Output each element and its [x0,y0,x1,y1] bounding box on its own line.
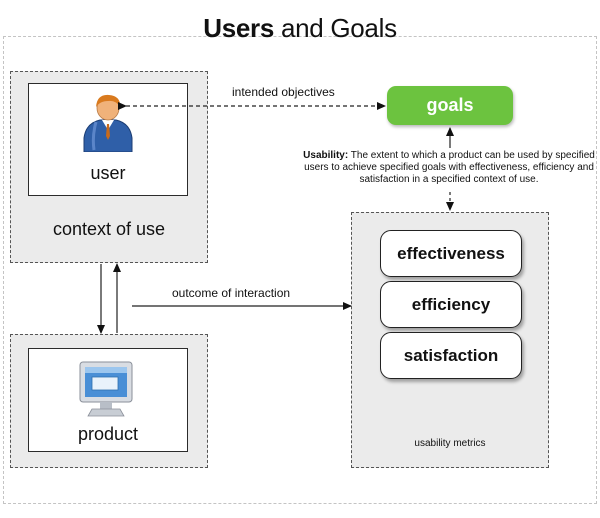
goals-box: goals [387,86,513,125]
user-label: user [90,163,126,183]
metric-efficiency: efficiency [380,281,522,328]
computer-monitor-icon [78,360,134,418]
usability-metrics-caption: usability metrics [414,438,486,449]
diagram-frame [3,36,597,504]
outcome-of-interaction-label: outcome of interaction [172,286,291,300]
metric-satisfaction: satisfaction [380,332,522,379]
product-label: product [77,424,139,444]
usability-definition: Usability: The extent to which a product… [303,150,595,185]
diagram-title: Users and Goals [203,13,397,43]
context-of-use-label: context of use [52,219,166,239]
metric-effectiveness: effectiveness [380,230,522,277]
intended-objectives-label: intended objectives [232,85,335,99]
